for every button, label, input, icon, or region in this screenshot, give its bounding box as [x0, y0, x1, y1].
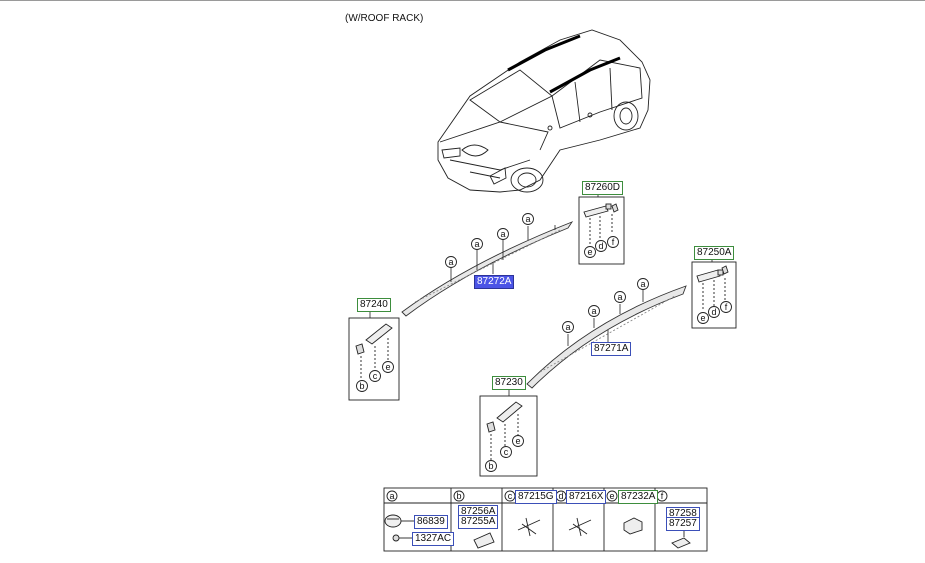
svg-text:b: b: [488, 461, 493, 471]
legend-part-87255a[interactable]: 87255A: [458, 515, 499, 529]
callout-e: e: [584, 246, 596, 258]
callout-d: d: [708, 306, 720, 318]
callout-a-7: a: [614, 291, 626, 303]
callouts-87230: b c e: [485, 435, 524, 472]
legend-callout-e: e: [606, 490, 618, 502]
detail-box-87230: [479, 395, 538, 477]
svg-text:d: d: [711, 307, 716, 317]
legend-part-87216x[interactable]: 87216X: [566, 490, 607, 504]
callouts-87250a: e d f: [697, 301, 732, 324]
part-label-87240[interactable]: 87240: [357, 298, 391, 312]
legend-part-86839[interactable]: 86839: [414, 515, 448, 529]
svg-text:a: a: [389, 491, 394, 501]
svg-text:c: c: [504, 447, 509, 457]
svg-text:a: a: [617, 292, 622, 302]
svg-text:a: a: [565, 322, 570, 332]
callout-c: c: [369, 370, 381, 382]
callout-a-3: a: [497, 228, 509, 240]
callout-f: f: [607, 236, 619, 248]
svg-text:c: c: [373, 371, 378, 381]
callout-a-1: a: [445, 256, 457, 268]
callout-e: e: [382, 361, 394, 373]
svg-text:e: e: [385, 362, 390, 372]
svg-text:a: a: [591, 306, 596, 316]
svg-text:d: d: [558, 491, 563, 501]
svg-text:b: b: [359, 381, 364, 391]
callout-d: d: [595, 240, 607, 252]
top-divider: [0, 0, 925, 1]
callout-b: b: [485, 460, 497, 472]
callout-a-2: a: [471, 238, 483, 250]
part-label-87250a[interactable]: 87250A: [694, 246, 735, 260]
svg-text:a: a: [640, 279, 645, 289]
svg-text:f: f: [661, 491, 664, 501]
svg-text:c: c: [508, 491, 513, 501]
legend-callout-d: d: [555, 490, 567, 502]
legend-callout-c: c: [504, 490, 516, 502]
legend-callout-b: b: [453, 490, 465, 502]
part-label-87260d[interactable]: 87260D: [582, 181, 624, 195]
svg-text:f: f: [725, 302, 728, 312]
legend-callout-a: a: [386, 490, 398, 502]
part-label-87272a[interactable]: 87272A: [474, 275, 515, 289]
callout-a-8: a: [637, 278, 649, 290]
callout-e: e: [697, 312, 709, 324]
svg-text:e: e: [700, 313, 705, 323]
legend-callout-f: f: [656, 490, 668, 502]
leader-lines: [369, 192, 713, 396]
callout-f: f: [720, 301, 732, 313]
callout-a-6: a: [588, 305, 600, 317]
legend-part-87215g[interactable]: 87215G: [515, 490, 557, 504]
callout-a-4: a: [522, 213, 534, 225]
diagram-title: (W/ROOF RACK): [345, 13, 424, 24]
svg-text:a: a: [500, 229, 505, 239]
callouts-87240: b c e: [356, 361, 394, 392]
svg-text:f: f: [612, 237, 615, 247]
callout-c: c: [500, 446, 512, 458]
svg-text:d: d: [598, 241, 603, 251]
legend-part-1327ac[interactable]: 1327AC: [412, 532, 455, 546]
part-label-87230[interactable]: 87230: [492, 376, 526, 390]
callout-e: e: [512, 435, 524, 447]
svg-text:a: a: [474, 239, 479, 249]
svg-text:e: e: [609, 491, 614, 501]
legend-part-87257[interactable]: 87257: [666, 517, 700, 531]
rail-87272a: [401, 221, 574, 317]
svg-text:a: a: [448, 257, 453, 267]
car-illustration: [437, 29, 651, 193]
legend-part-87232a[interactable]: 87232A: [618, 490, 659, 504]
svg-text:b: b: [456, 491, 461, 501]
svg-text:a: a: [525, 214, 530, 224]
callout-b: b: [356, 380, 368, 392]
rail-callouts: a a a a a a a a: [445, 213, 649, 333]
svg-text:e: e: [515, 436, 520, 446]
rail-87271a: [526, 285, 687, 389]
svg-text:e: e: [587, 247, 592, 257]
callouts-87260d: e d f: [584, 236, 619, 258]
callout-a-5: a: [562, 321, 574, 333]
part-label-87271a[interactable]: 87271A: [591, 342, 632, 356]
